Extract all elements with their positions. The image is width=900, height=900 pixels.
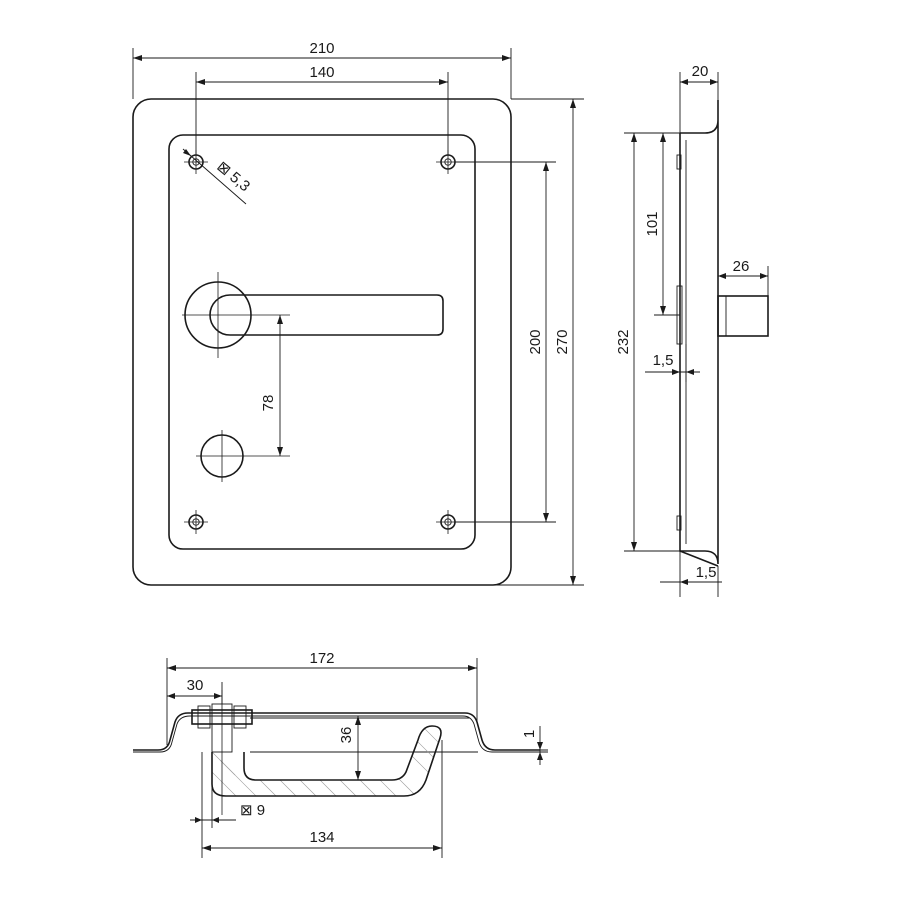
dim-flange-label: 1 bbox=[521, 730, 538, 738]
side-view: 20 232 101 26 bbox=[615, 63, 769, 597]
dim-hole-spacing-v: 200 bbox=[455, 161, 556, 523]
dim-depth: 20 bbox=[679, 63, 719, 133]
lever-handle bbox=[182, 272, 444, 358]
spindle-housing bbox=[191, 690, 253, 815]
dim-depth-label: 20 bbox=[692, 63, 709, 80]
dim-plate-thickness-a: 1,5 bbox=[645, 344, 700, 382]
dim-plate-thickness-b-label: 1,5 bbox=[696, 564, 717, 581]
dim-handle-length: 134 bbox=[201, 740, 443, 858]
side-plate-outline bbox=[679, 100, 719, 565]
dim-spindle-length-label: 26 bbox=[733, 258, 750, 275]
dim-total-height-label: 232 bbox=[615, 329, 632, 354]
dim-screw-hole: ⊠ 5,3 bbox=[182, 148, 253, 205]
side-clip-bottom bbox=[676, 515, 682, 531]
top-view: 172 30 36 1 bbox=[133, 650, 548, 858]
outer-frame bbox=[132, 98, 512, 586]
dim-total-height: 232 bbox=[615, 132, 680, 552]
side-lever-spindle bbox=[717, 295, 769, 337]
inner-plate bbox=[168, 134, 476, 550]
front-view: 210 140 ⊠ 5,3 200 bbox=[132, 40, 584, 586]
dim-offset-label: 30 bbox=[187, 677, 204, 694]
side-clip-top bbox=[676, 154, 682, 170]
keyhole-rose bbox=[196, 430, 290, 482]
dim-length: 172 bbox=[166, 650, 478, 745]
dim-spindle-square: ⊠ 9 bbox=[190, 800, 265, 828]
dim-lever-to-keyhole-label: 78 bbox=[260, 395, 277, 412]
dim-height-outer: 270 bbox=[494, 98, 584, 586]
dim-upper-to-spindle: 101 bbox=[644, 133, 680, 316]
dim-height-outer-label: 270 bbox=[554, 329, 571, 354]
dim-plate-thickness-b: 1,5 bbox=[660, 551, 722, 597]
section-plate-outline bbox=[133, 712, 540, 751]
dim-hole-spacing-h-label: 140 bbox=[309, 64, 334, 81]
handle-section bbox=[211, 725, 442, 797]
dim-handle-depth: 36 bbox=[338, 716, 361, 780]
dim-handle-depth-label: 36 bbox=[338, 727, 355, 744]
dim-handle-length-label: 134 bbox=[309, 829, 334, 846]
dim-spindle-square-label: ⊠ 9 bbox=[240, 802, 265, 819]
dim-length-label: 172 bbox=[309, 650, 334, 667]
dim-width-outer: 210 bbox=[132, 40, 512, 99]
dim-width-outer-label: 210 bbox=[309, 40, 334, 57]
dim-upper-to-spindle-label: 101 bbox=[644, 211, 661, 236]
dim-flange: 1 bbox=[495, 726, 548, 765]
dim-plate-thickness-a-label: 1,5 bbox=[653, 352, 674, 369]
dim-hole-spacing-v-label: 200 bbox=[527, 329, 544, 354]
dim-hole-spacing-h: 140 bbox=[195, 64, 449, 155]
dim-lever-to-keyhole: 78 bbox=[260, 315, 283, 456]
screw-hole-bottom-left bbox=[184, 510, 208, 534]
dim-spindle-length: 26 bbox=[718, 258, 769, 296]
dim-offset: 30 bbox=[167, 677, 223, 704]
dim-screw-hole-label: ⊠ 5,3 bbox=[213, 158, 253, 195]
